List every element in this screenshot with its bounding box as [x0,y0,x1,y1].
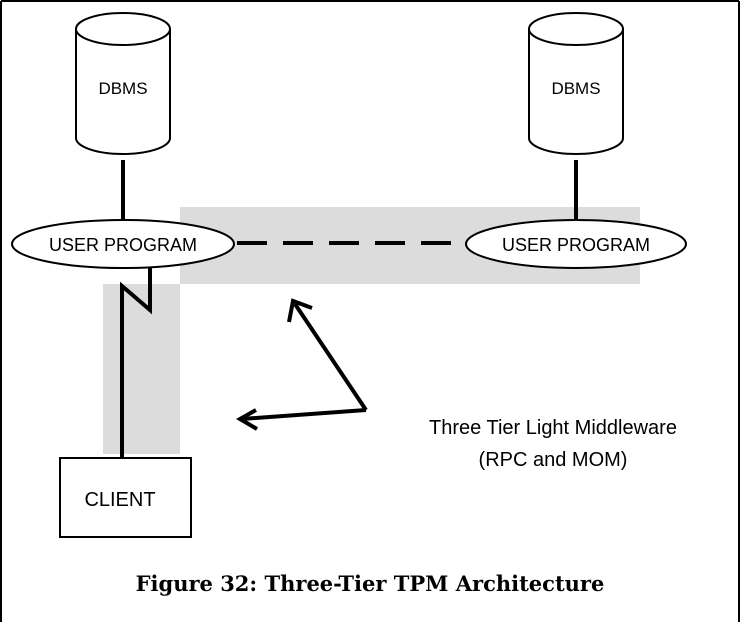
dbms-left-label: DBMS [98,79,147,98]
dbms-right-label: DBMS [551,79,600,98]
client-label: CLIENT [84,489,155,511]
arrow-to-horizontal-band [293,302,368,412]
client-box: CLIENT [59,457,192,538]
connectors [120,160,578,457]
arrow-to-vertical-band-head [235,408,259,431]
user-program-right-label: USER PROGRAM [502,235,650,255]
figure-caption: Figure 32: Three-Tier TPM Architecture [136,571,605,596]
middleware-arrows [235,298,368,431]
user-program-right: USER PROGRAM [465,219,687,269]
user-program-left-label: USER PROGRAM [49,235,197,255]
middleware-annotation-line1: Three Tier Light Middleware [429,417,677,439]
dbms-right-cylinder: DBMS [528,12,624,155]
client-wan-link [120,266,152,457]
arrow-to-vertical-band [241,408,367,421]
middleware-annotation-line2: (RPC and MOM) [479,449,628,471]
dbms-left-cylinder: DBMS [75,12,171,155]
arrow-to-horizontal-band-head [287,298,313,323]
user-program-left: USER PROGRAM [11,219,235,269]
